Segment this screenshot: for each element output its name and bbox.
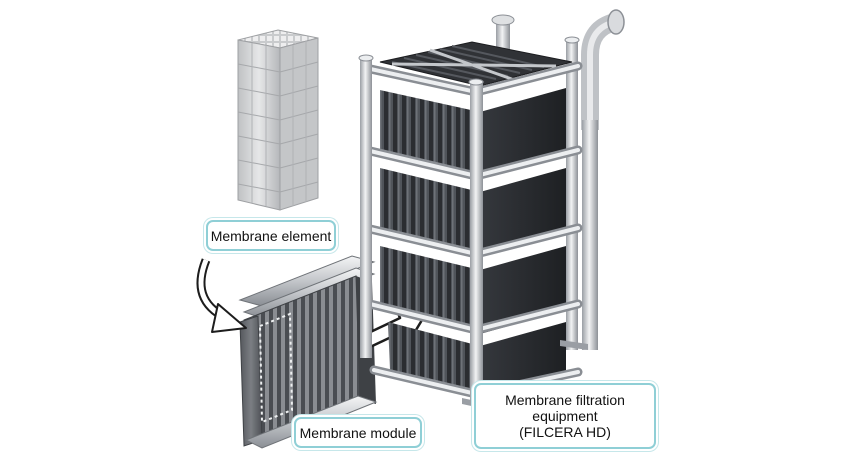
arrow-element-to-module xyxy=(196,258,247,333)
label-membrane-element-text: Membrane element xyxy=(210,227,332,244)
label-filtration-equipment: Membrane filtration equipment (FILCERA H… xyxy=(474,383,656,449)
label-membrane-module: Membrane module xyxy=(294,417,422,448)
label-membrane-module-text: Membrane module xyxy=(299,424,417,441)
filtration-equipment-graphic xyxy=(358,9,625,410)
label-equipment-line1: Membrane filtration xyxy=(505,392,625,408)
label-equipment-line3: (FILCERA HD) xyxy=(519,424,611,440)
membrane-element-graphic xyxy=(237,29,319,211)
label-equipment-line2: equipment xyxy=(532,408,598,424)
label-membrane-element: Membrane element xyxy=(206,220,336,251)
